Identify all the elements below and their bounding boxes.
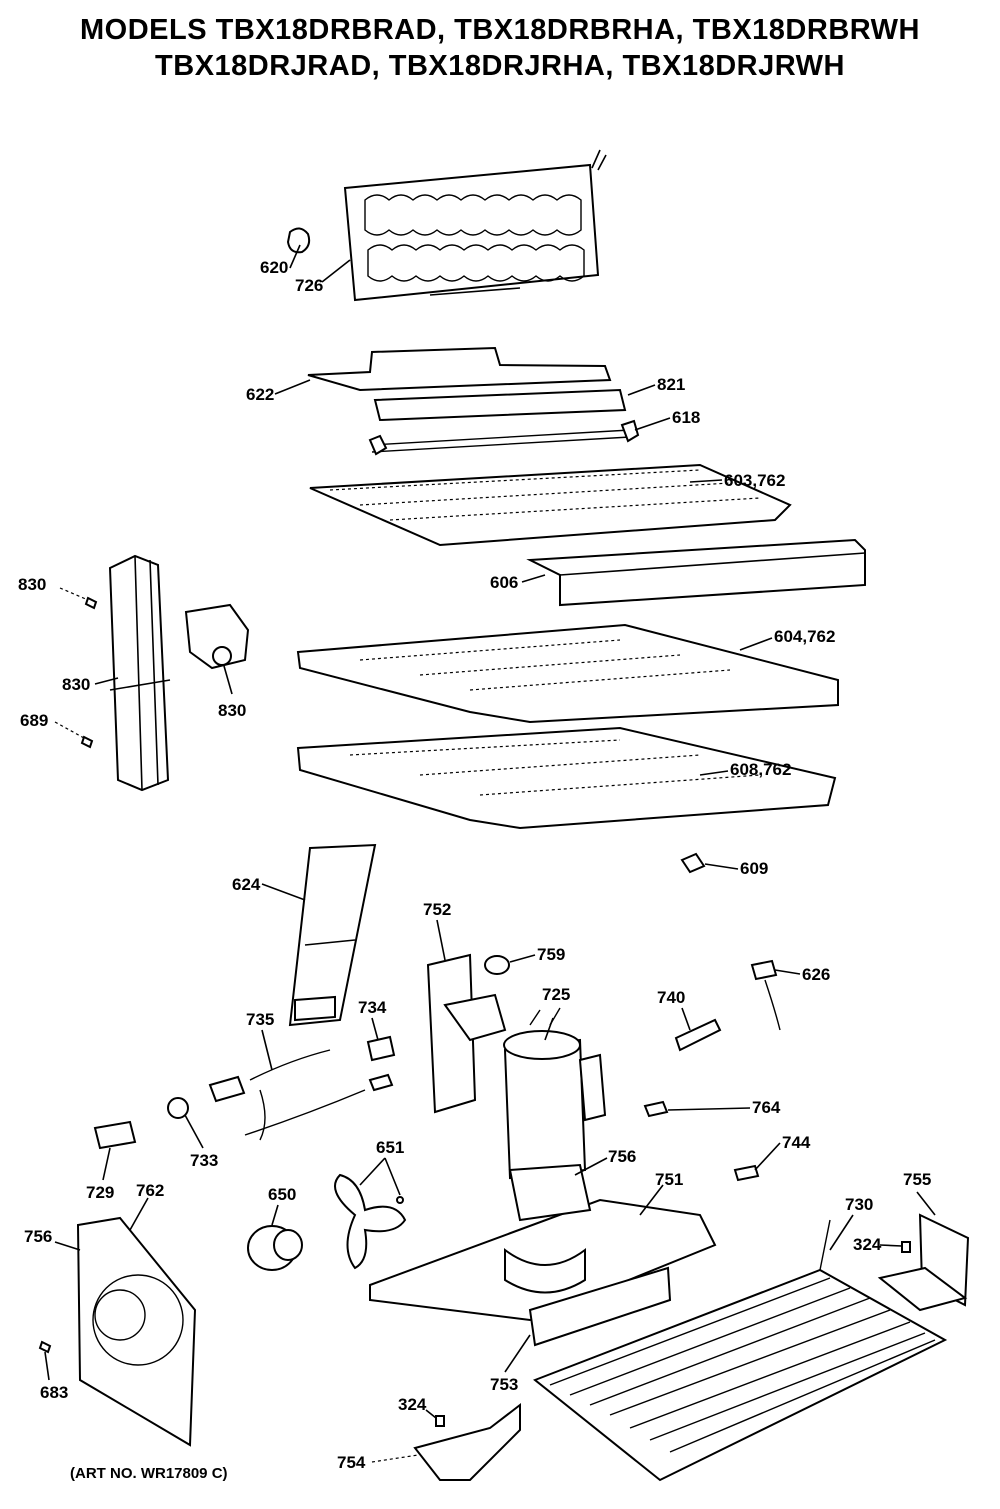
part-821-bracket: [373, 388, 627, 422]
label-759: 759: [537, 945, 565, 964]
part-744-clip: [733, 1164, 760, 1182]
part-726-coil-panel: [343, 149, 607, 302]
leader-lines: [44, 244, 936, 1463]
title-line-1: MODELS TBX18DRBRAD, TBX18DRBRHA, TBX18DR…: [80, 14, 920, 46]
label-725: 725: [542, 985, 570, 1004]
label-821: 821: [657, 375, 685, 394]
label-758: 756: [608, 1147, 636, 1166]
art-number: (ART NO. WR17809 C): [70, 1465, 228, 1482]
label-752: 752: [423, 900, 451, 919]
label-604-762: 604,762: [774, 627, 835, 646]
part-734-overload: [366, 1035, 396, 1062]
part-730-condenser: [533, 1219, 948, 1482]
label-624: 624: [232, 875, 261, 894]
part-830-control: [184, 603, 250, 670]
part-755-bracket: [877, 1213, 970, 1312]
part-624-duct: [288, 843, 377, 1027]
label-764: 764: [752, 1098, 781, 1117]
label-626: 626: [802, 965, 830, 984]
part-830-screw: [84, 596, 98, 610]
part-622-drain-pan: [307, 346, 612, 392]
label-753: 753: [490, 1375, 518, 1394]
part-725-compressor: [503, 1007, 607, 1180]
label-830-a: 830: [18, 575, 46, 594]
part-753-rail: [528, 1266, 672, 1347]
part-689-screw: [80, 735, 94, 749]
label-744: 744: [782, 1133, 811, 1152]
label-609: 609: [740, 859, 768, 878]
label-735: 735: [246, 1010, 274, 1029]
part-618-heater: [368, 419, 640, 456]
part-733-relay: [167, 1097, 189, 1119]
label-603-762: 603,762: [724, 471, 785, 490]
label-608-762: 608,762: [730, 760, 791, 779]
part-626-thermostat: [750, 959, 781, 1031]
part-324-screw-a: [901, 1241, 911, 1253]
label-651: 651: [376, 1138, 404, 1157]
label-618: 618: [672, 408, 700, 427]
part-764-clip: [643, 1100, 669, 1118]
label-683: 683: [40, 1383, 68, 1402]
label-751: 751: [655, 1170, 683, 1189]
part-735-harness: [208, 1049, 394, 1141]
part-606-rail: [526, 538, 866, 607]
label-733: 733: [190, 1151, 218, 1170]
part-651-fan-blade: [334, 1173, 407, 1270]
part-608-pan: [296, 726, 837, 830]
part-603-evaporator-cover: [309, 463, 792, 547]
part-740-relay: [674, 1018, 722, 1052]
label-755: 755: [903, 1170, 931, 1189]
label-830-c: 830: [218, 701, 246, 720]
label-324-b: 324: [398, 1395, 427, 1414]
label-726: 726: [295, 276, 323, 295]
label-650: 650: [268, 1185, 296, 1204]
part-754-bracket: [413, 1402, 521, 1481]
part-609-clip: [680, 852, 706, 874]
label-324-a: 324: [853, 1235, 882, 1254]
label-830-b: 830: [62, 675, 90, 694]
label-689: 689: [20, 711, 48, 730]
part-604-shelf: [296, 623, 839, 724]
label-754: 754: [337, 1453, 366, 1472]
part-752-bracket: [426, 953, 507, 1114]
label-622: 622: [246, 385, 274, 404]
label-730: 730: [845, 1195, 873, 1214]
part-756-shroud: [76, 1216, 197, 1447]
label-734: 734: [358, 998, 387, 1017]
label-606: 606: [490, 573, 518, 592]
label-756: 756: [24, 1227, 52, 1246]
part-324-screw-b: [435, 1415, 445, 1427]
part-labels: 620 726 622 821 618 603,762 606 830 830 …: [18, 258, 931, 1472]
label-762: 762: [136, 1181, 164, 1200]
part-729-cover: [93, 1120, 137, 1150]
part-620-clip: [286, 227, 311, 254]
label-740: 740: [657, 988, 685, 1007]
part-751-base: [369, 1163, 717, 1322]
part-683-screw: [38, 1340, 52, 1354]
part-759-grommet: [484, 955, 510, 975]
label-729: 729: [86, 1183, 114, 1202]
label-620: 620: [260, 258, 288, 277]
part-830-mullion: [108, 554, 171, 792]
title-line-2: TBX18DRJRAD, TBX18DRJRHA, TBX18DRJRWH: [155, 50, 845, 82]
part-650-fan-motor: [247, 1225, 303, 1271]
